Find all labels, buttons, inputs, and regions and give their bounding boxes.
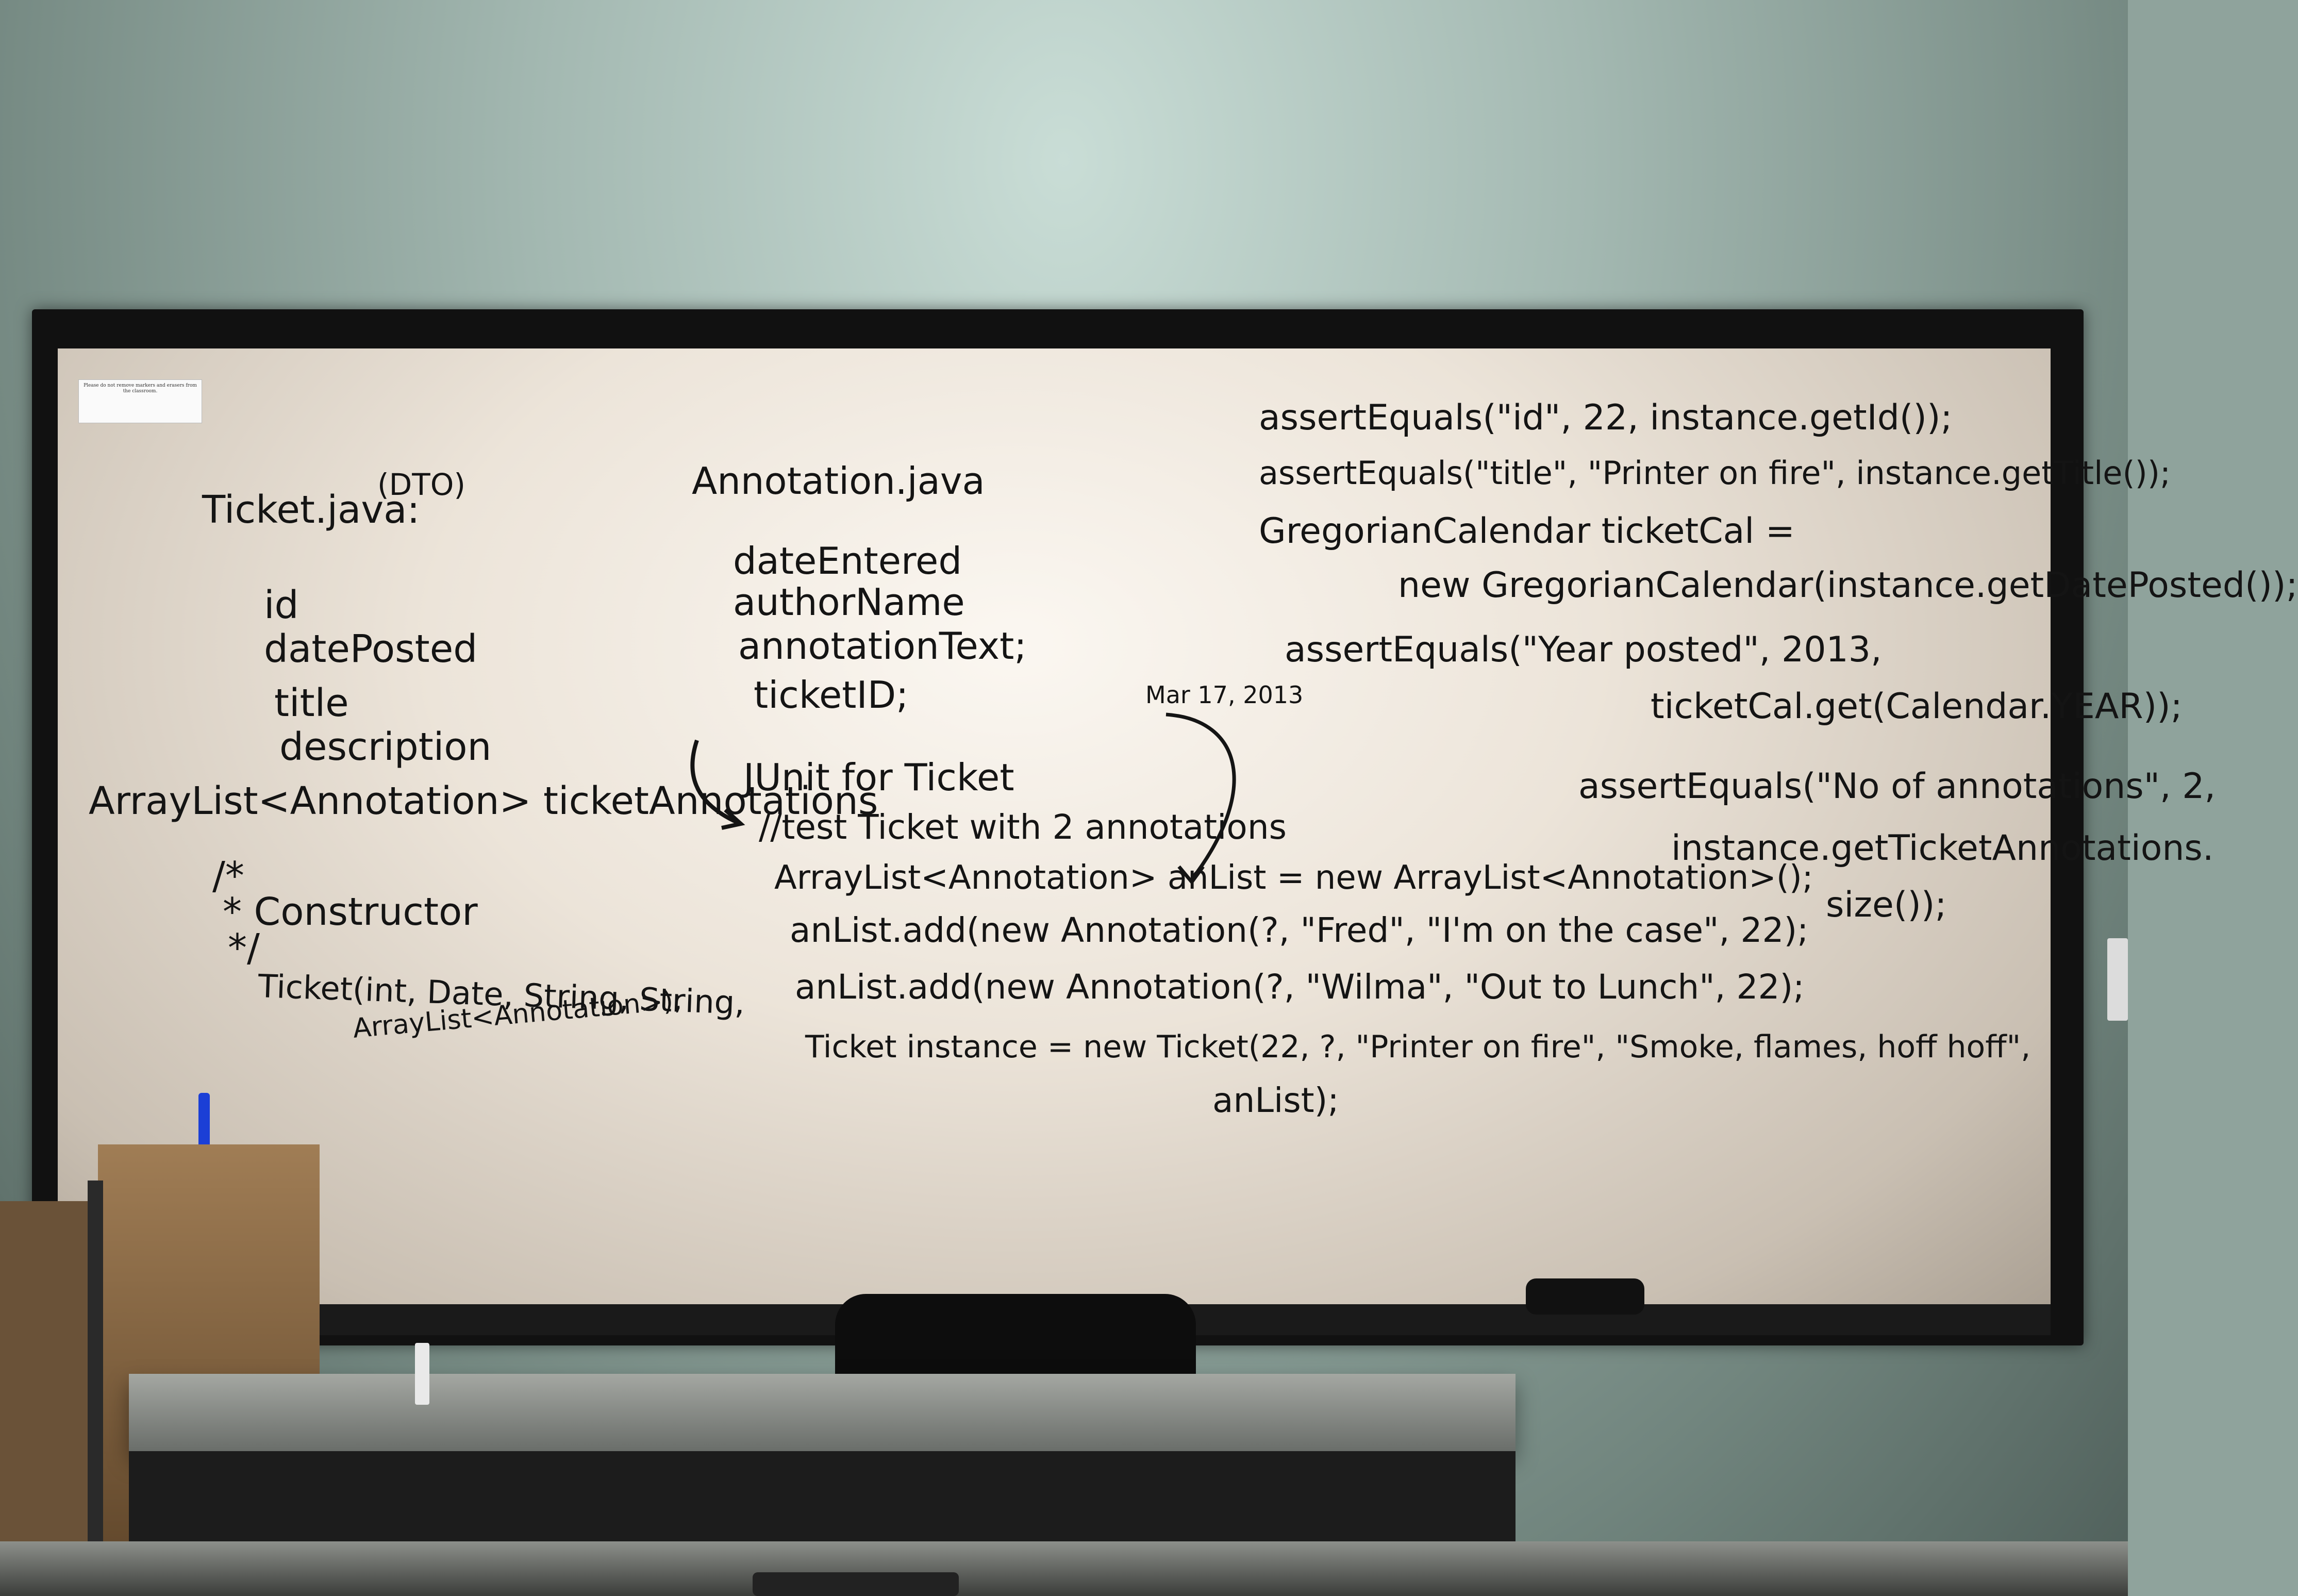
code-line-arraylist: ArrayList<Annotation> anList = new Array… [774,859,1813,897]
field-annotation-text: annotationText; [738,624,1027,668]
field-title: title [274,681,349,725]
junit-title: JUnit for Ticket [743,756,1014,799]
get-ticket-annotations: instance.getTicketAnnotations. [1671,828,2214,869]
desk [129,1374,1516,1451]
code-line-comment: //test Ticket with 2 annotations [759,807,1287,847]
comment-open: /* [212,854,244,898]
light-switch [2107,938,2128,1021]
front-desk [0,1541,2128,1596]
annotation-heading: Annotation.java [692,459,985,503]
ticket-heading: Ticket.java: [202,488,420,532]
calendar-get-year: ticketCal.get(Calendar.YEAR)); [1651,686,2183,727]
date-note: Mar 17, 2013 [1145,681,1304,709]
field-date-posted: datePosted [264,627,478,671]
calendar-declaration: GregorianCalendar ticketCal = [1259,511,1795,552]
code-line-add-wilma: anList.add(new Annotation(?, "Wilma", "O… [795,967,1805,1007]
field-ticket-annotations: ArrayList<Annotation> ticketAnnotations [89,779,878,823]
cubicle-side-panel [0,1201,103,1596]
desk-shadow [129,1451,1516,1554]
assert-year: assertEquals("Year posted", 2013, [1285,629,1882,670]
comment-body: * Constructor [223,890,478,934]
code-line-anlist: anList); [1212,1080,1339,1120]
whiteboard: Please do not remove markers and erasers… [58,348,2298,1334]
code-line-add-fred: anList.add(new Annotation(?, "Fred", "I'… [790,910,1809,950]
field-ticket-id: ticketID; [754,673,909,717]
dto-tag: (DTO) [377,467,465,502]
eraser [1526,1278,1644,1315]
notice-sign: Please do not remove markers and erasers… [78,379,202,423]
field-author-name: authorName [733,580,965,624]
glue-stick [415,1343,429,1405]
blue-marker [198,1093,210,1160]
size-call: size()); [1826,885,1947,925]
assert-title: assertEquals("title", "Printer on fire",… [1259,454,2171,492]
phone [753,1572,959,1596]
cubicle-post [88,1181,103,1596]
field-date-entered: dateEntered [733,539,962,583]
assert-annotation-count: assertEquals("No of annotations", 2, [1578,766,2216,807]
comment-close: */ [228,926,260,970]
calendar-constructor: new GregorianCalendar(instance.getDatePo… [1398,565,2298,606]
code-line-new-ticket: Ticket instance = new Ticket(22, ?, "Pri… [805,1029,2031,1065]
field-description: description [279,725,492,769]
field-id: id [264,583,299,627]
assert-id: assertEquals("id", 22, instance.getId())… [1259,397,1953,438]
